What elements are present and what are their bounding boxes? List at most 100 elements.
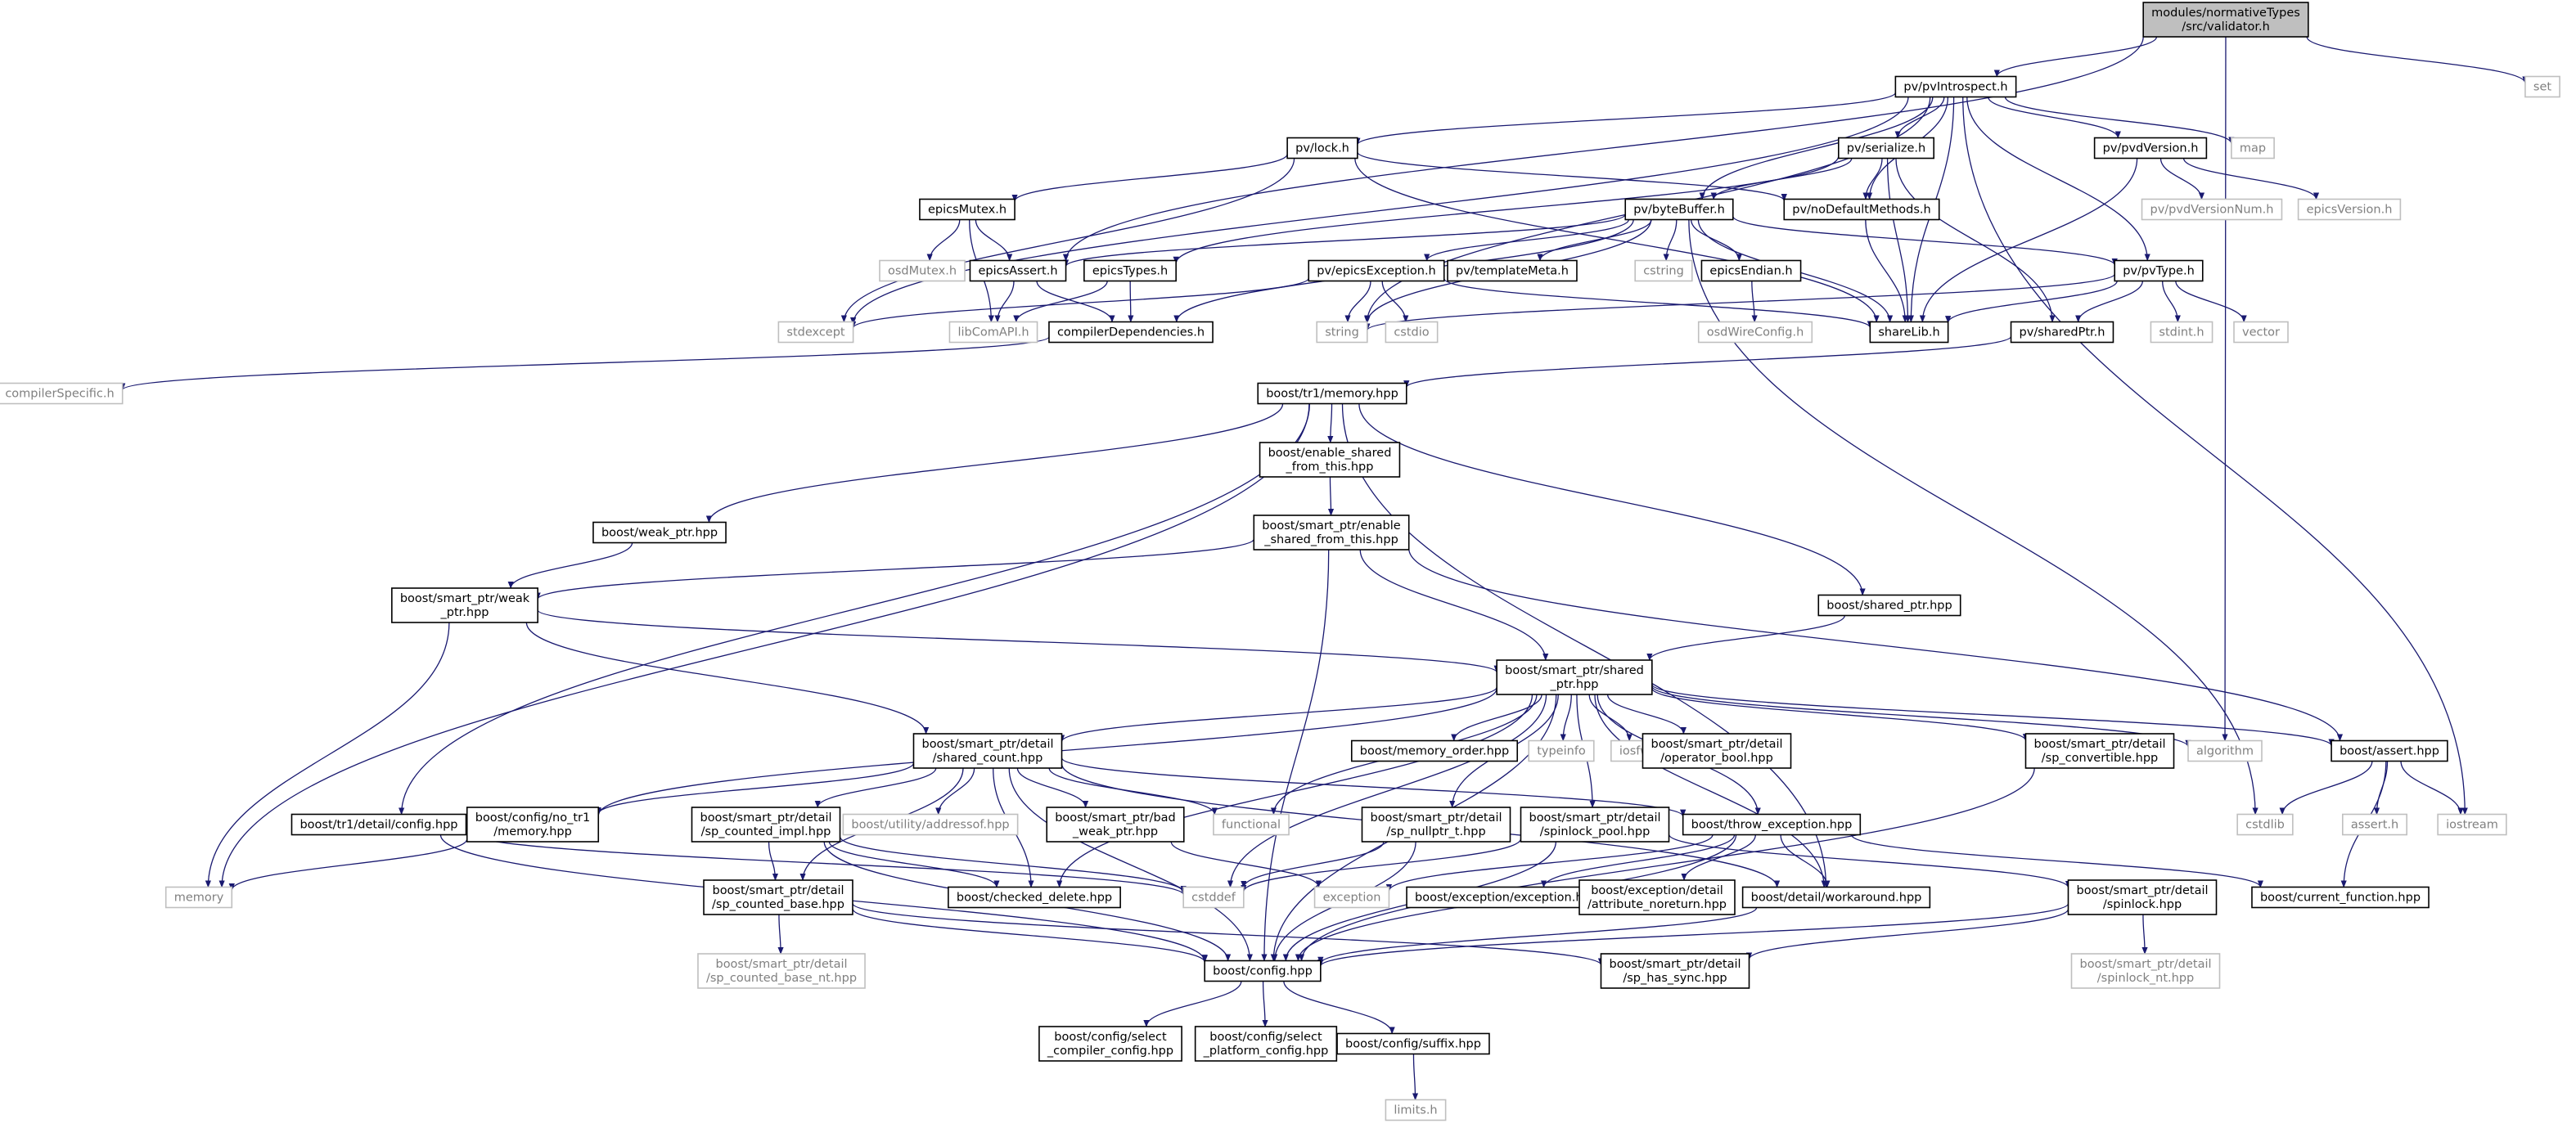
node-label: /sp_convertible.hpp [2042,752,2158,765]
node-throwException[interactable]: boost/throw_exception.hpp [1682,813,1862,836]
node-lock[interactable]: pv/lock.h [1286,137,1358,160]
node-osdWireConfig[interactable]: osdWireConfig.h [1697,321,1813,344]
node-shareLib[interactable]: shareLib.h [1869,321,1949,344]
node-operatorBool[interactable]: boost/smart_ptr/detail/operator_bool.hpp [1642,733,1792,769]
node-pvdVersionNum[interactable]: pv/pvdVersionNum.h [2141,198,2283,221]
node-byteBuffer[interactable]: pv/byteBuffer.h [1624,198,1734,221]
edge-tr1Config-to-cstddef [465,831,1187,896]
node-limits[interactable]: limits.h [1385,1099,1447,1121]
node-algorithm[interactable]: algorithm [2187,739,2263,762]
node-weakPtrHpp[interactable]: boost/weak_ptr.hpp [592,521,727,544]
node-memory[interactable]: memory [164,886,233,909]
node-string[interactable]: string [1316,321,1368,344]
node-spCountedImpl[interactable]: boost/smart_ptr/detail/sp_counted_impl.h… [691,807,841,843]
node-boostAssert[interactable]: boost/assert.hpp [2331,739,2448,762]
node-spEnableShared[interactable]: boost/smart_ptr/enable_shared_from_this.… [1253,515,1410,551]
dependency-edge [840,158,1295,323]
dependency-edge [1317,907,1758,964]
dependency-edge [768,841,779,881]
edge-validator-to-pvIntrospect [1993,36,2158,78]
node-stdexcept[interactable]: stdexcept [777,321,854,344]
node-spHasSync[interactable]: boost/smart_ptr/detail/sp_has_sync.hpp [1600,953,1750,989]
node-box [2070,953,2221,989]
node-spNullptr[interactable]: boost/smart_ptr/detail/sp_nullptr_t.hpp [1361,807,1511,843]
node-box [1385,321,1439,344]
node-epicsEndian[interactable]: epicsEndian.h [1700,259,1802,282]
node-suffix[interactable]: boost/config/suffix.hpp [1336,1032,1490,1055]
edge-spCountedBase-to-boostConfig [852,908,1208,964]
node-checkedDelete[interactable]: boost/checked_delete.hpp [948,886,1121,909]
node-compilerDependencies[interactable]: compilerDependencies.h [1048,321,1214,344]
node-addressof[interactable]: boost/utility/addressof.hpp [842,813,1019,836]
node-memoryOrder[interactable]: boost/memory_order.hpp [1350,739,1519,762]
node-set[interactable]: set [2524,75,2560,98]
node-badWeakPtr[interactable]: boost/smart_ptr/bad_weak_ptr.hpp [1046,807,1185,843]
node-spinlock[interactable]: boost/smart_ptr/detail/spinlock.hpp [2067,879,2218,915]
node-sharedCount[interactable]: boost/smart_ptr/detail/shared_count.hpp [912,733,1063,769]
node-serialize[interactable]: pv/serialize.h [1837,137,1935,160]
node-epicsTypes[interactable]: epicsTypes.h [1083,259,1177,282]
node-noTr1Memory[interactable]: boost/config/no_tr1/memory.hpp [466,807,600,843]
node-epicsException[interactable]: pv/epicsException.h [1308,259,1445,282]
node-enableShared[interactable]: boost/enable_shared_from_this.hpp [1259,442,1401,478]
dependency-edge [828,841,1000,888]
node-functional[interactable]: functional [1213,813,1290,836]
node-spCountedBaseNt[interactable]: boost/smart_ptr/detail/sp_counted_base_n… [697,953,866,989]
node-spSharedPtr[interactable]: boost/smart_ptr/shared_ptr.hpp [1496,659,1653,695]
node-box [466,807,600,843]
dependency-edge [534,538,1254,600]
node-exceptionHpp[interactable]: boost/exception/exception.hpp [1406,886,1607,909]
node-pvType[interactable]: pv/pvType.h [2114,259,2204,282]
node-label: cstddef [1191,892,1236,905]
node-libComAPI[interactable]: libComAPI.h [948,321,1038,344]
dependency-edge [935,767,975,816]
node-box [1048,321,1214,344]
node-sharedPtr[interactable]: pv/sharedPtr.h [2010,321,2114,344]
node-cstdio[interactable]: cstdio [1385,321,1439,344]
edge-validator-to-epicsAssert [1062,36,2144,262]
node-sharedPtrHpp[interactable]: boost/shared_ptr.hpp [1817,594,1961,617]
node-selectPlatform[interactable]: boost/config/select_platform_config.hpp [1194,1026,1338,1062]
node-spCountedBase[interactable]: boost/smart_ptr/detail/sp_counted_base.h… [703,879,853,915]
node-workaround[interactable]: boost/detail/workaround.hpp [1741,886,1931,909]
node-pvdVersion[interactable]: pv/pvdVersion.h [2093,137,2208,160]
node-epicsMutex[interactable]: epicsMutex.h [919,198,1016,221]
node-cstring[interactable]: cstring [1634,259,1693,282]
node-attrNoreturn[interactable]: boost/exception/detail/attribute_noretur… [1578,879,1736,915]
node-spinlockNt[interactable]: boost/smart_ptr/detail/spinlock_nt.hpp [2070,953,2221,989]
node-exception[interactable]: exception [1313,886,1390,909]
node-vector[interactable]: vector [2233,321,2289,344]
node-spWeakPtr[interactable]: boost/smart_ptr/weak_ptr.hpp [391,587,538,623]
node-osdMutex[interactable]: osdMutex.h [879,259,966,282]
edge-boostConfig-to-selectPlatform [1262,981,1268,1027]
node-templateMeta[interactable]: pv/templateMeta.h [1447,259,1578,282]
node-iostream[interactable]: iostream [2437,813,2507,836]
edge-spinlock-to-spinlockNt [2141,914,2148,955]
node-boostConfig[interactable]: boost/config.hpp [1204,959,1322,982]
node-typeinfo[interactable]: typeinfo [1528,739,1595,762]
node-stdint[interactable]: stdint.h [2150,321,2213,344]
node-assertH[interactable]: assert.h [2342,813,2407,836]
node-tr1memory[interactable]: boost/tr1/memory.hpp [1257,382,1407,405]
node-pvIntrospect[interactable]: pv/pvIntrospect.h [1894,75,2017,98]
node-spinlockPool[interactable]: boost/smart_ptr/detail/spinlock_pool.hpp [1520,807,1670,843]
node-tr1Config[interactable]: boost/tr1/detail/config.hpp [290,813,467,836]
edge-sharedPtr-to-tr1memory [1403,335,2012,389]
node-selectCompiler[interactable]: boost/config/select_compiler_config.hpp [1038,1026,1182,1062]
node-box [1253,515,1410,551]
node-map[interactable]: map [2231,137,2275,160]
node-cstddef[interactable]: cstddef [1182,886,1245,909]
node-compilerSpecific[interactable]: compilerSpecific.h [0,382,124,405]
node-label: _ptr.hpp [1550,678,1599,691]
node-epicsVersion[interactable]: epicsVersion.h [2297,198,2402,221]
node-spConvertible[interactable]: boost/smart_ptr/detail/sp_convertible.hp… [2024,733,2175,769]
edge-boostConfig-to-suffix [1283,981,1395,1035]
dependency-edge [1173,155,1840,264]
node-epicsAssert[interactable]: epicsAssert.h [969,259,1067,282]
node-box [1869,321,1949,344]
node-label: modules/normativeTypes [2151,7,2300,20]
node-cstdlib[interactable]: cstdlib [2236,813,2294,836]
node-noDefaultMethods[interactable]: pv/noDefaultMethods.h [1783,198,1940,221]
node-validator[interactable]: modules/normativeTypes/src/validator.h [2142,2,2309,38]
node-currentFunction[interactable]: boost/current_function.hpp [2251,886,2430,909]
